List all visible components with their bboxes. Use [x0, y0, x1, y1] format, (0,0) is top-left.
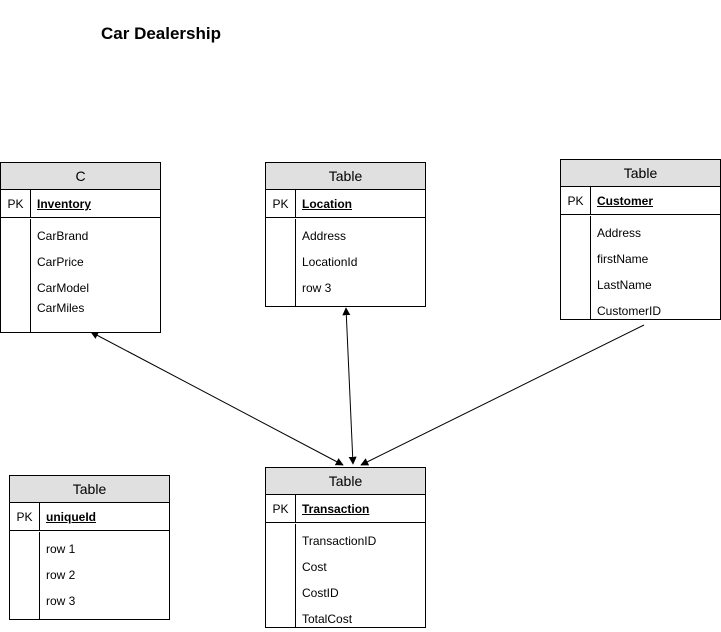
field: TransactionID — [302, 534, 377, 548]
diagram-title: Car Dealership — [101, 24, 221, 43]
pk-label: PK — [10, 503, 40, 530]
pk-row: PK Transaction — [266, 495, 425, 523]
customer-table[interactable]: Table PK Customer Address firstName Last… — [560, 159, 721, 320]
field: TotalCost — [302, 612, 353, 626]
field: row 3 — [46, 594, 76, 608]
field: row 1 — [46, 542, 76, 556]
table-header: C — [1, 163, 160, 190]
field: row 2 — [46, 568, 76, 582]
pk-field: uniqueId — [46, 510, 96, 524]
transaction-table[interactable]: Table PK Transaction TransactionID Cost … — [265, 467, 426, 628]
pk-label: PK — [266, 495, 296, 522]
pk-row: PK Inventory — [1, 190, 160, 218]
field: CarModel — [37, 281, 90, 295]
pk-label: PK — [266, 190, 296, 217]
field: Address — [302, 229, 347, 243]
field: CostID — [302, 586, 339, 600]
pk-field: Inventory — [37, 197, 92, 211]
unique-table[interactable]: Table PK uniqueId row 1 row 2 row 3 — [9, 475, 170, 620]
pk-label: PK — [1, 190, 31, 217]
pk-row: PK Customer — [561, 187, 720, 215]
field: CarPrice — [37, 255, 84, 269]
link-location-transaction[interactable] — [342, 307, 357, 465]
field: Cost — [302, 560, 327, 574]
field: CustomerID — [597, 304, 662, 318]
pk-field: Transaction — [302, 502, 370, 516]
pk-field: Location — [302, 197, 352, 211]
field: CarMiles — [37, 301, 85, 315]
table-header: Table — [561, 160, 720, 187]
link-customer-transaction[interactable] — [360, 324, 645, 466]
field: LocationId — [302, 255, 358, 269]
field: CarBrand — [37, 229, 89, 243]
field: row 3 — [302, 281, 332, 295]
field: Address — [597, 226, 642, 240]
inventory-table[interactable]: C PK Inventory CarBrand CarPrice CarMode… — [0, 162, 161, 333]
pk-label: PK — [561, 187, 591, 214]
link-inventory-transaction[interactable] — [90, 331, 344, 466]
field: firstName — [597, 252, 649, 266]
table-header: Table — [10, 476, 169, 503]
table-header: Table — [266, 468, 425, 495]
field: LastName — [597, 278, 652, 292]
table-header: Table — [266, 163, 425, 190]
pk-row: PK uniqueId — [10, 503, 169, 531]
pk-row: PK Location — [266, 190, 425, 218]
pk-field: Customer — [597, 194, 654, 208]
location-table[interactable]: Table PK Location Address LocationId row… — [265, 162, 426, 307]
